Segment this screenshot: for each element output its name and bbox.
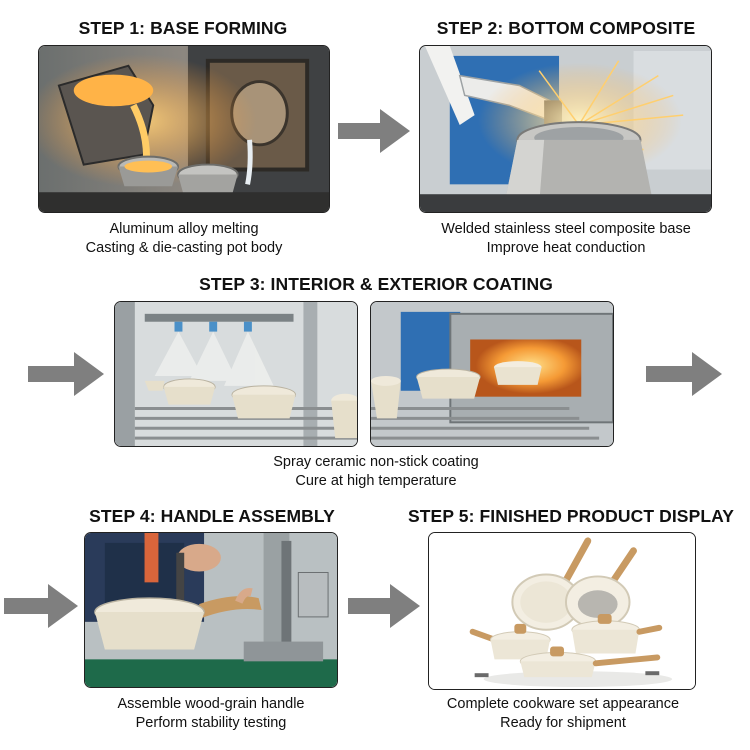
step-1-photo — [38, 45, 330, 213]
step-1-caption-line-2: Casting & die-casting pot body — [85, 240, 283, 256]
step-3-caption-line-1: Spray ceramic non-stick coating — [273, 454, 479, 470]
step-1-caption-line-1: Aluminum alloy melting — [109, 221, 259, 237]
arrow-into-step4 — [4, 584, 78, 628]
step-3-caption-line-2: Cure at high temperature — [295, 473, 457, 489]
step-2-caption-line-1: Welded stainless steel composite base — [441, 221, 691, 237]
arrow-into-step3 — [28, 352, 104, 396]
step-3-spray-photo — [114, 301, 358, 447]
step-4-caption-line-2: Perform stability testing — [135, 715, 287, 731]
step-5-title: STEP 5: FINISHED PRODUCT DISPLAY — [408, 506, 735, 526]
step-3-caption: Spray ceramic non-stick coating Cure at … — [200, 453, 552, 491]
step-1-title: STEP 1: BASE FORMING — [78, 18, 288, 38]
step-5-caption: Complete cookware set appearance Ready f… — [420, 695, 706, 733]
step-4-photo — [84, 532, 338, 688]
step-3-oven-photo — [370, 301, 614, 447]
step-5-caption-line-1: Complete cookware set appearance — [446, 696, 680, 712]
step-3-title: STEP 3: INTERIOR & EXTERIOR COATING — [199, 274, 553, 294]
arrow-out-of-step3 — [646, 352, 722, 396]
step-4-caption: Assemble wood-grain handle Perform stabi… — [72, 695, 350, 733]
arrow-step4-to-step5 — [348, 584, 420, 628]
step-2-photo — [419, 45, 712, 213]
step-1-caption: Aluminum alloy melting Casting & die-cas… — [38, 220, 330, 258]
arrow-step1-to-step2 — [338, 109, 410, 153]
step-2-caption: Welded stainless steel composite base Im… — [410, 220, 722, 258]
step-5-caption-line-2: Ready for shipment — [500, 715, 626, 731]
step-4-title: STEP 4: HANDLE ASSEMBLY — [89, 506, 335, 526]
step-5-photo — [428, 532, 696, 690]
step-2-caption-line-2: Improve heat conduction — [486, 240, 646, 256]
step-4-caption-line-1: Assemble wood-grain handle — [117, 696, 305, 712]
step-2-title: STEP 2: BOTTOM COMPOSITE — [436, 18, 696, 38]
